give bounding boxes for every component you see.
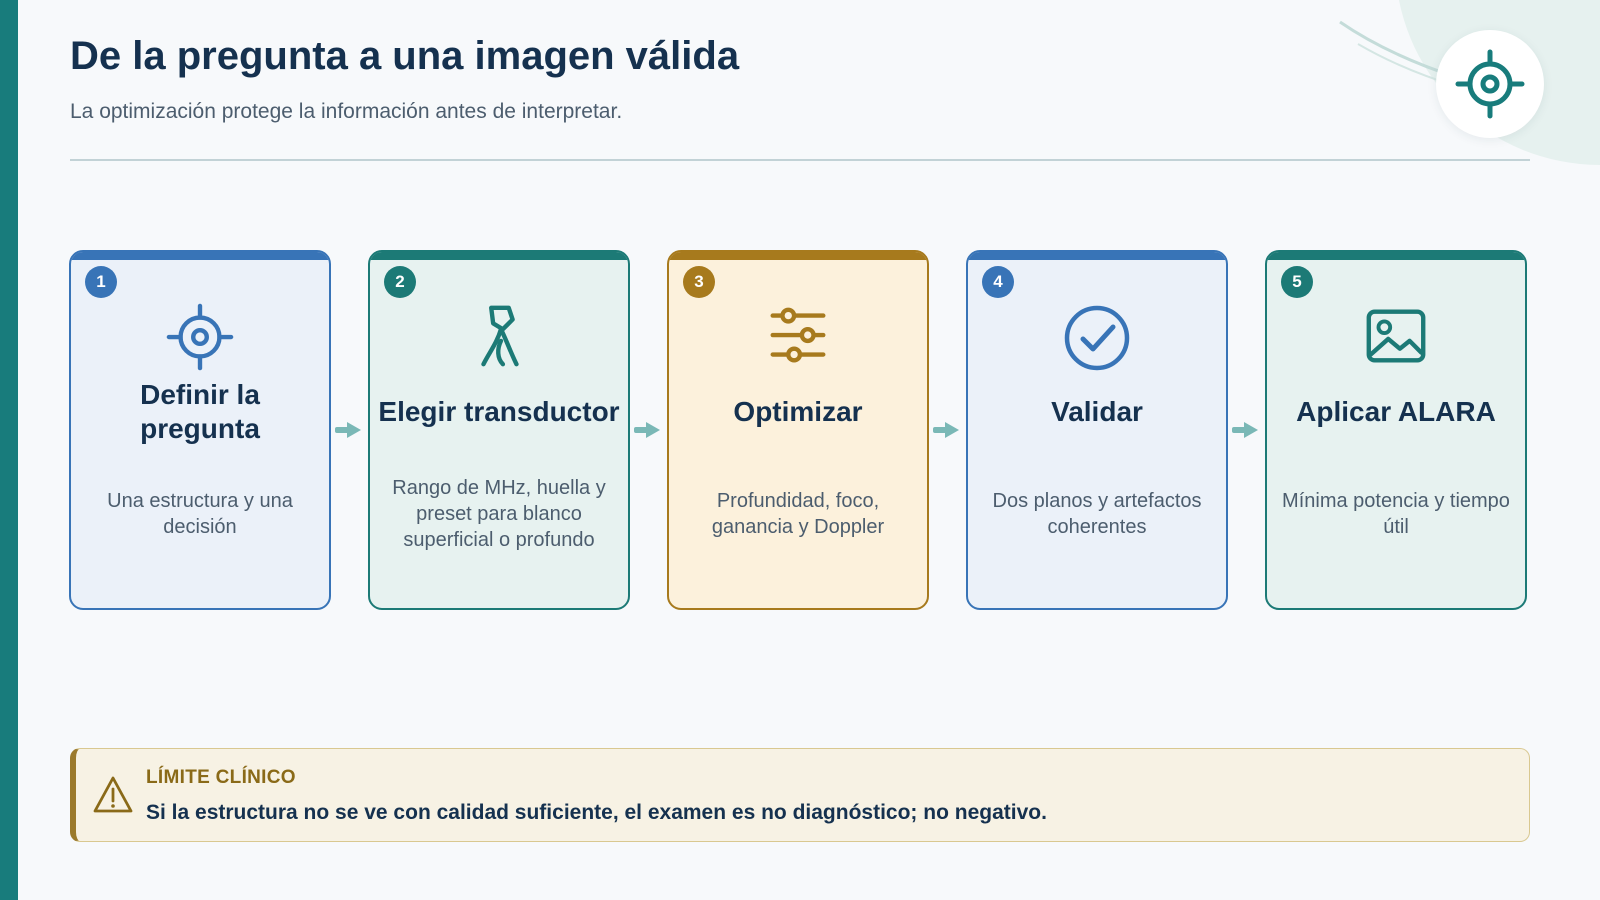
step-title: Optimizar	[733, 396, 863, 428]
step-number-badge: 1	[85, 266, 117, 298]
step-description: Rango de MHz, huella y preset para blanc…	[392, 477, 606, 551]
card-top-bar	[1267, 252, 1525, 260]
card-top-bar	[71, 252, 329, 260]
step-number-badge: 4	[982, 266, 1014, 298]
card-top-bar	[669, 252, 927, 260]
step-card-5: 5 Aplicar ALARA Mínima potencia y tiempo…	[1265, 250, 1527, 610]
flow-arrow-icon	[634, 422, 660, 438]
step-card-1: 1 Definir la pregunta Una estructura y u…	[69, 250, 331, 610]
crosshair-icon	[166, 303, 234, 371]
card-top-bar	[370, 252, 628, 260]
flow-arrow-icon	[933, 422, 959, 438]
callout-text: Si la estructura no se ve con calidad su…	[146, 801, 1047, 824]
left-accent-bar	[0, 0, 18, 900]
clinical-limit-callout: LÍMITE CLÍNICO Si la estructura no se ve…	[70, 748, 1530, 842]
step-number-badge: 2	[384, 266, 416, 298]
step-description: Profundidad, foco, ganancia y Doppler	[711, 490, 885, 538]
step-title: Aplicar ALARA	[1296, 396, 1496, 428]
crosshair-icon	[1455, 49, 1525, 119]
step-card-2: 2 Elegir transductor Rango de MHz, huell…	[368, 250, 630, 610]
flow-arrow-icon	[335, 422, 361, 438]
step-description: Una estructura y una decisión	[107, 490, 293, 538]
check-circle-icon	[1064, 305, 1130, 371]
header-divider	[70, 159, 1530, 161]
step-card-4: 4 Validar Dos planos y artefactos cohere…	[966, 250, 1228, 610]
step-description: Dos planos y artefactos coherentes	[992, 490, 1202, 538]
image-icon	[1366, 309, 1426, 363]
corner-badge	[1436, 30, 1544, 138]
probe-icon	[481, 305, 519, 367]
flow-arrow-icon	[1232, 422, 1258, 438]
step-title: Definir la pregunta	[140, 379, 260, 444]
page-subtitle: La optimización protege la información a…	[70, 100, 623, 123]
sliders-icon	[770, 307, 826, 363]
step-description: Mínima potencia y tiempo útil	[1282, 490, 1510, 538]
callout-label: LÍMITE CLÍNICO	[146, 767, 296, 788]
page-title: De la pregunta a una imagen válida	[70, 34, 740, 78]
step-card-3: 3 Optimizar Profundidad, foco, ganancia …	[667, 250, 929, 610]
card-top-bar	[968, 252, 1226, 260]
step-title: Validar	[1051, 396, 1143, 428]
step-number-badge: 3	[683, 266, 715, 298]
warning-triangle-icon	[93, 776, 133, 813]
step-title: Elegir transductor	[378, 396, 620, 428]
step-number-badge: 5	[1281, 266, 1313, 298]
